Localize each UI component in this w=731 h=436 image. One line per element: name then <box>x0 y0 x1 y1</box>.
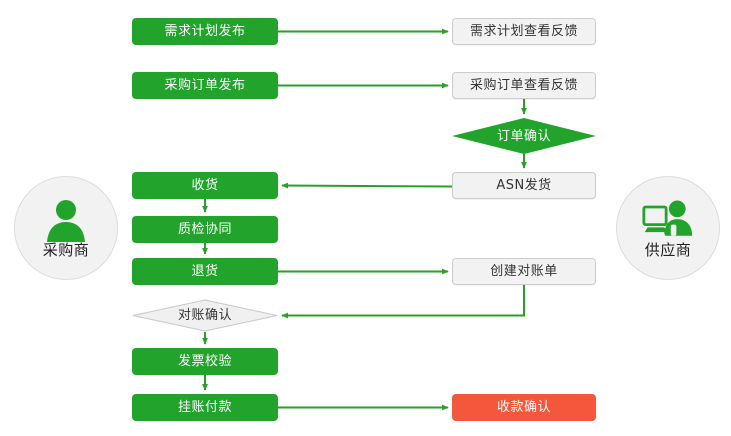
node-label: 采购订单发布 <box>164 78 246 93</box>
node-label: ASN发货 <box>496 178 552 193</box>
node-order-confirm[interactable]: 订单确认 <box>452 118 596 154</box>
node-asn-shipment[interactable]: ASN发货 <box>452 172 596 199</box>
node-demand-plan-publish[interactable]: 需求计划发布 <box>132 18 278 45</box>
node-reconciliation-confirm[interactable]: 对账确认 <box>132 299 278 332</box>
node-purchase-order-view-feedback[interactable]: 采购订单查看反馈 <box>452 72 596 99</box>
node-label: 需求计划发布 <box>164 24 246 39</box>
node-label: 收款确认 <box>496 400 551 415</box>
node-label: 采购订单查看反馈 <box>469 78 578 93</box>
node-label: 创建对账单 <box>490 264 558 279</box>
node-return-goods[interactable]: 退货 <box>132 258 278 285</box>
edge-n10-n11 <box>281 285 525 319</box>
actor-buyer[interactable]: 采购商 <box>14 176 118 280</box>
node-label: 质检协同 <box>177 222 232 237</box>
node-label: 退货 <box>191 264 219 279</box>
person-icon <box>47 200 85 242</box>
node-label: 需求计划查看反馈 <box>469 24 578 39</box>
node-create-reconciliation-statement[interactable]: 创建对账单 <box>452 258 596 285</box>
edge-n6-n7 <box>281 182 453 189</box>
node-label: 订单确认 <box>496 128 551 144</box>
node-label: 收货 <box>191 178 219 193</box>
node-accrual-payment[interactable]: 挂账付款 <box>132 394 278 421</box>
actor-buyer-label: 采购商 <box>42 241 90 259</box>
node-payment-receipt-confirm[interactable]: 收款确认 <box>452 394 596 421</box>
node-label: 发票校验 <box>177 354 232 369</box>
diamond-shape <box>452 118 596 154</box>
node-purchase-order-publish[interactable]: 采购订单发布 <box>132 72 278 99</box>
node-quality-inspection-collab[interactable]: 质检协同 <box>132 216 278 243</box>
diamond-shape <box>132 299 278 332</box>
node-label: 对账确认 <box>177 308 232 323</box>
node-goods-receipt[interactable]: 收货 <box>132 172 278 199</box>
node-demand-plan-view-feedback[interactable]: 需求计划查看反馈 <box>452 18 596 45</box>
node-invoice-verification[interactable]: 发票校验 <box>132 348 278 375</box>
actor-supplier-label: 供应商 <box>644 241 692 259</box>
person-computer-icon <box>642 200 693 236</box>
node-label: 挂账付款 <box>177 400 232 415</box>
actor-supplier[interactable]: 供应商 <box>616 176 720 280</box>
